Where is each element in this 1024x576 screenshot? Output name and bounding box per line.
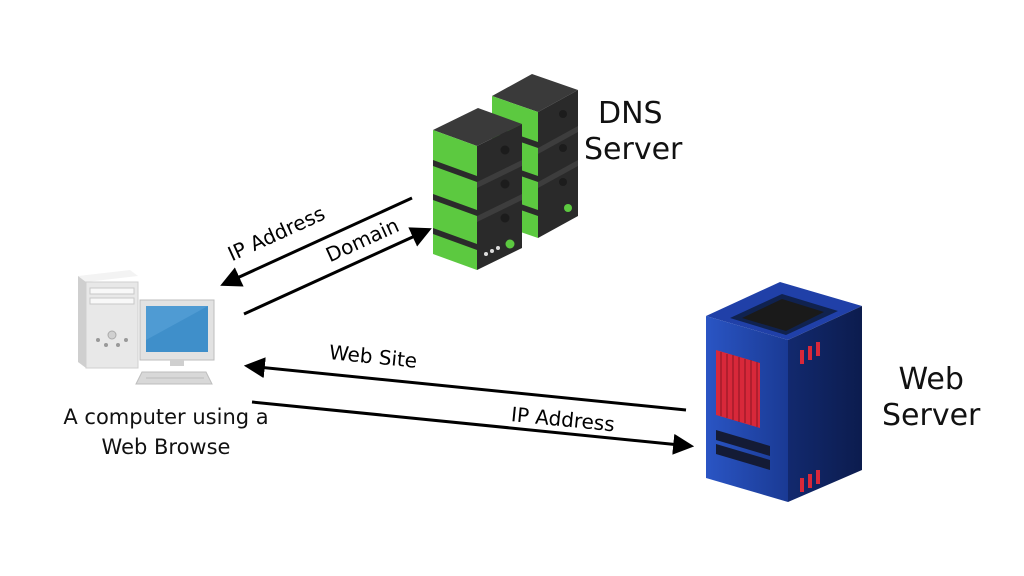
- client-label: A computer using a Web Browse: [50, 402, 282, 462]
- computer-monitor: [135, 299, 215, 385]
- dns-server-label-line2: Server: [584, 132, 683, 167]
- arrow-web-to-client: [243, 357, 687, 412]
- dns-server-label: DNS Server: [584, 96, 682, 168]
- web-server-label: Web Server: [882, 362, 980, 434]
- dns-server-icon: [433, 74, 578, 270]
- arrow-client-to-web: [251, 400, 695, 455]
- client-label-line1: A computer using a: [63, 405, 269, 429]
- arrow-client-to-dns: [243, 227, 432, 316]
- client-computer-icon: [78, 270, 215, 385]
- web-server-label-line1: Web: [898, 362, 964, 397]
- dns-rack-front: [433, 108, 522, 270]
- dns-server-label-line1: DNS: [598, 96, 663, 131]
- client-label-line2: Web Browse: [101, 435, 231, 459]
- web-server-icon: [706, 282, 862, 502]
- arrow-dns-to-client: [220, 196, 413, 287]
- web-server-label-line2: Server: [882, 398, 981, 433]
- computer-tower: [78, 270, 139, 369]
